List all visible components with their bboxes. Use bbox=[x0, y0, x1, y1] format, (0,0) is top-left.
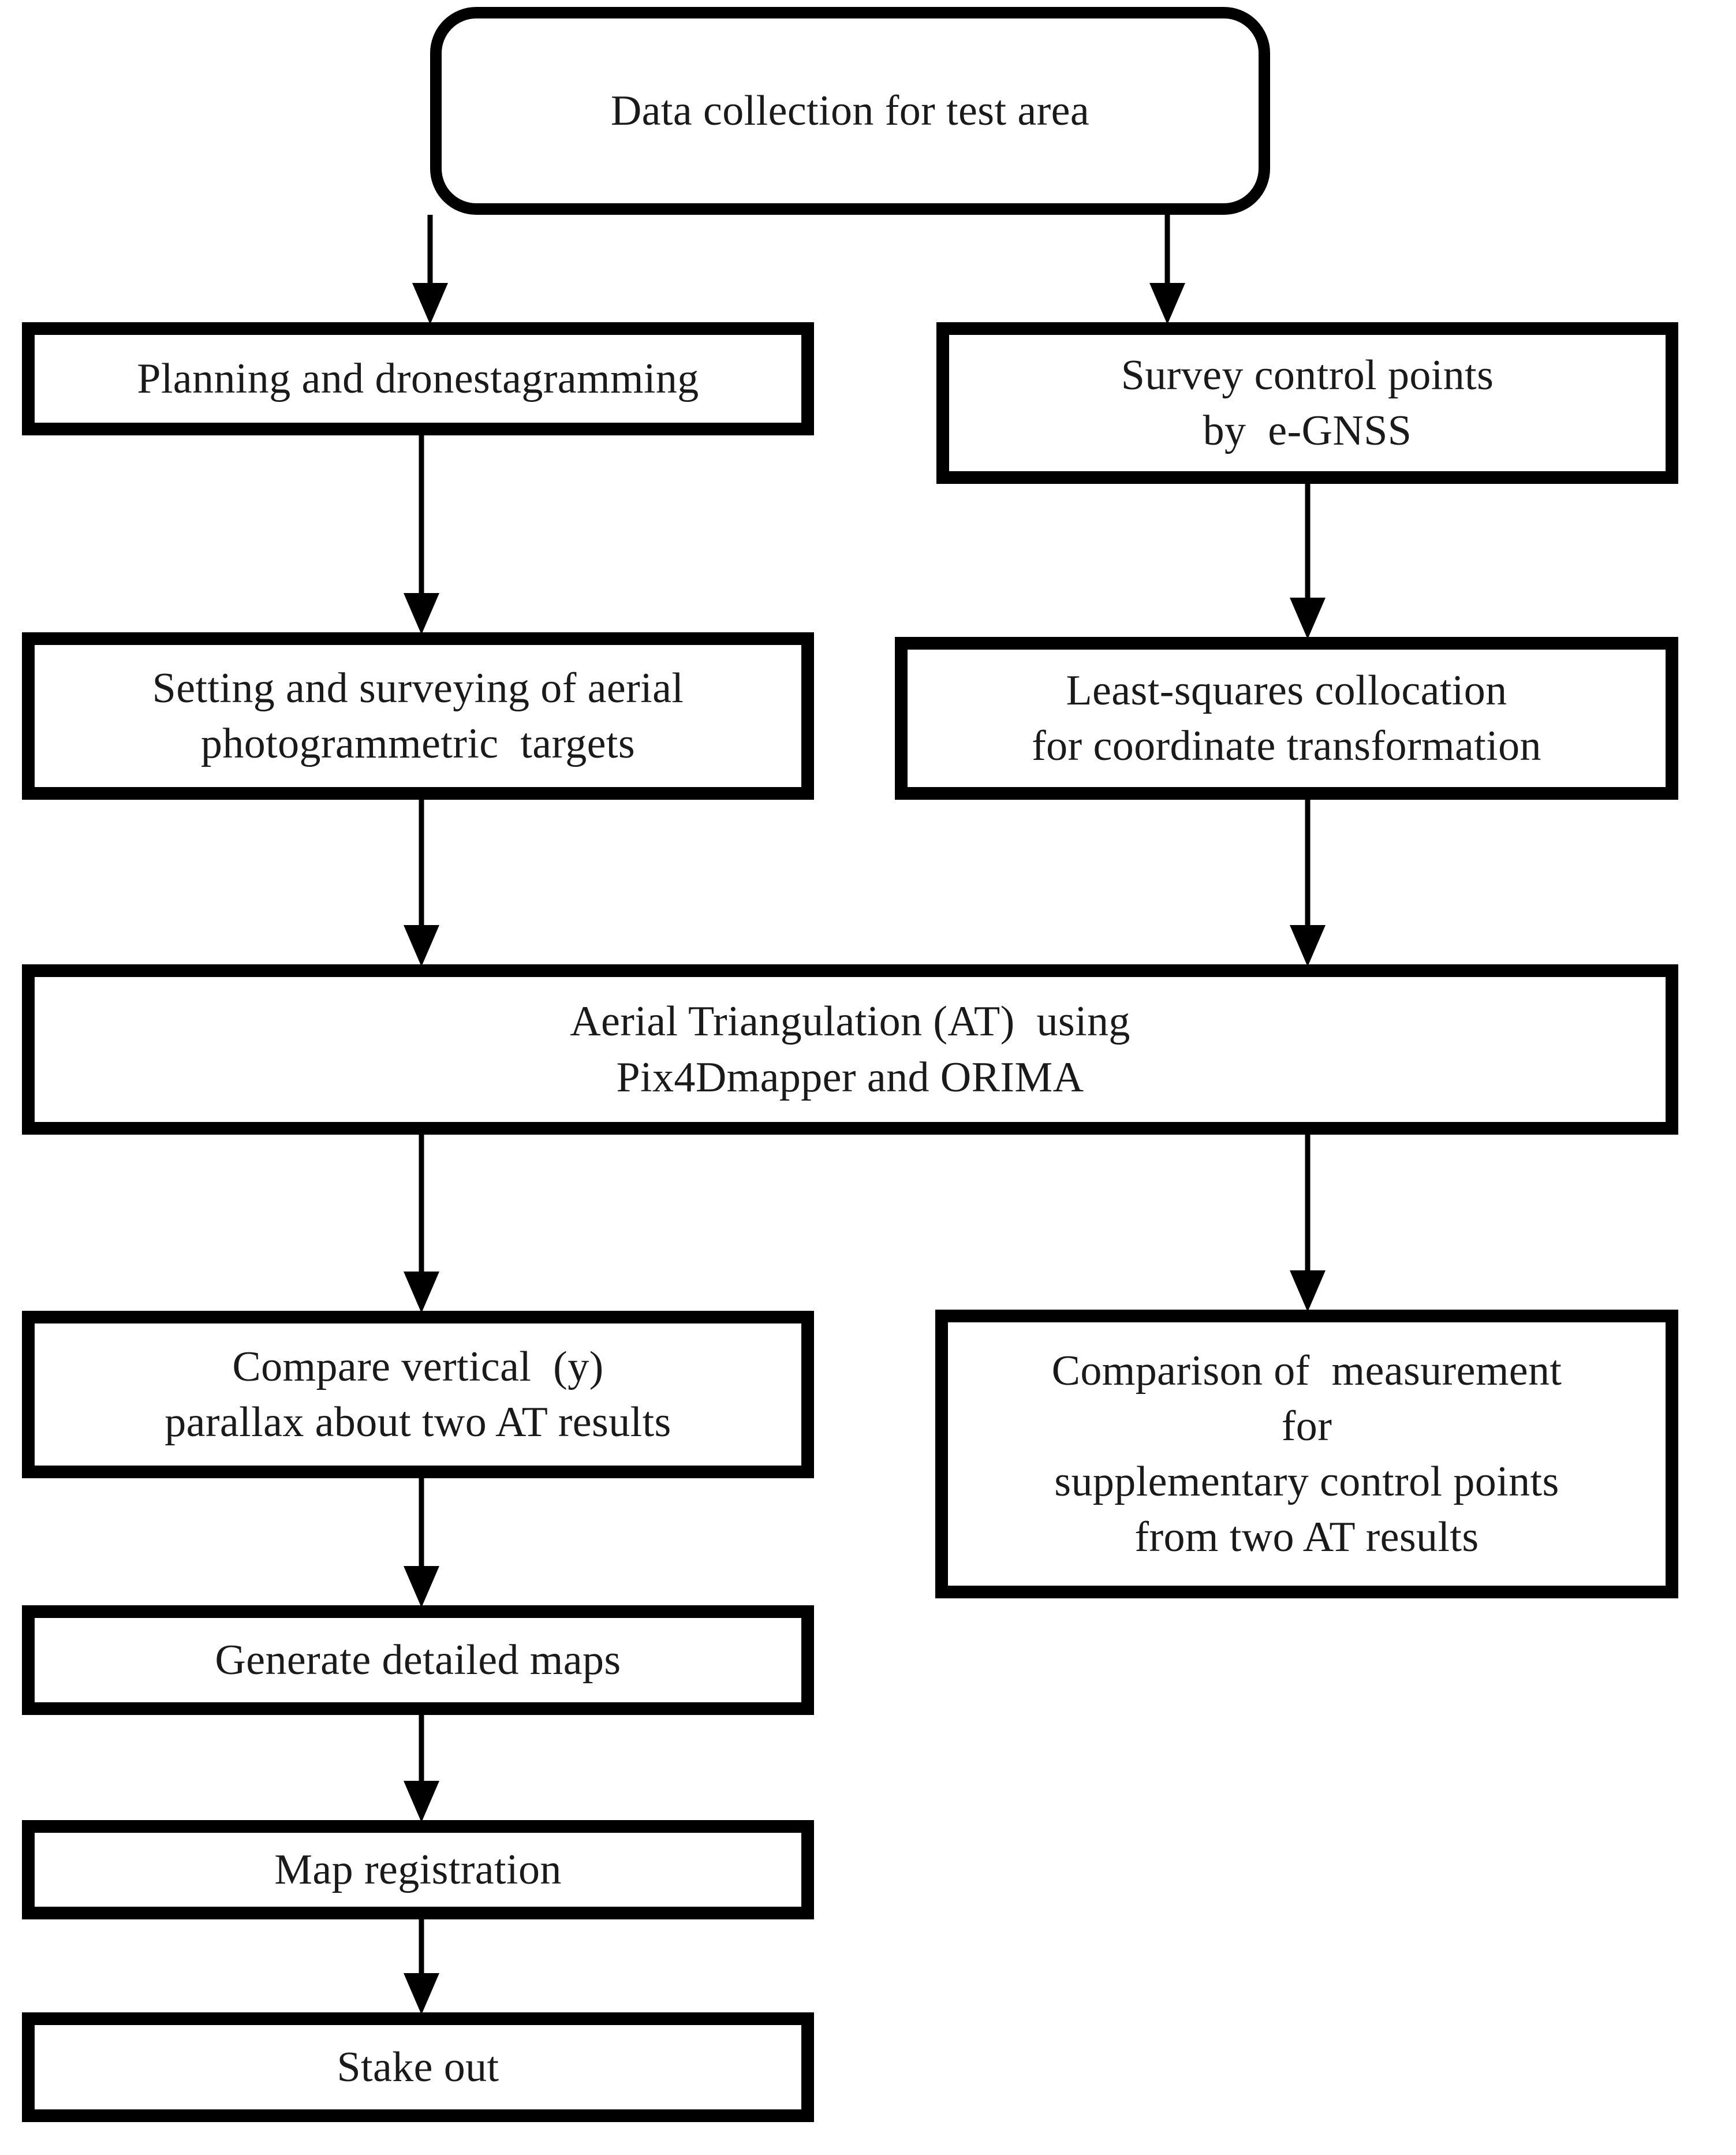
edge-at-to-compare bbox=[404, 1135, 439, 1313]
node-box-data-collection[interactable] bbox=[430, 7, 1270, 215]
edge-survey-to-least-squares bbox=[1290, 484, 1326, 639]
node-box-comparison-measurement[interactable] bbox=[935, 1310, 1678, 1598]
arrowhead-icon bbox=[1290, 1270, 1326, 1312]
node-box-aerial-triangulation[interactable] bbox=[22, 964, 1678, 1135]
edge-at-to-comparison bbox=[1290, 1135, 1326, 1312]
arrowhead-icon bbox=[404, 1272, 439, 1313]
edges-layer bbox=[404, 215, 1326, 2015]
edge-data-to-planning bbox=[412, 215, 448, 325]
arrowhead-icon bbox=[412, 283, 448, 325]
node-box-stake-out[interactable] bbox=[22, 2012, 814, 2122]
node-box-planning[interactable] bbox=[22, 322, 814, 435]
arrowhead-icon bbox=[404, 593, 439, 635]
node-box-survey-control-points[interactable] bbox=[936, 322, 1678, 484]
node-box-least-squares[interactable] bbox=[895, 637, 1678, 800]
edge-setting-to-at bbox=[404, 800, 439, 967]
node-box-compare-parallax[interactable] bbox=[22, 1311, 814, 1478]
nodes-layer bbox=[22, 7, 1678, 2122]
arrowhead-icon bbox=[1290, 598, 1326, 639]
edge-least-squares-to-at bbox=[1290, 800, 1326, 967]
edge-data-to-survey bbox=[1149, 215, 1185, 325]
edge-compare-to-generate bbox=[404, 1478, 439, 1608]
edge-registration-to-stakeout bbox=[404, 1919, 439, 2015]
node-box-map-registration[interactable] bbox=[22, 1820, 814, 1919]
arrowhead-icon bbox=[404, 1781, 439, 1822]
node-box-setting-targets[interactable] bbox=[22, 632, 814, 800]
arrowhead-icon bbox=[404, 1973, 439, 2015]
arrowhead-icon bbox=[1149, 283, 1185, 325]
arrowhead-icon bbox=[1290, 925, 1326, 967]
arrowhead-icon bbox=[404, 925, 439, 967]
edge-planning-to-setting bbox=[404, 435, 439, 635]
node-box-generate-maps[interactable] bbox=[22, 1605, 814, 1715]
arrowhead-icon bbox=[404, 1566, 439, 1608]
edge-generate-to-registration bbox=[404, 1715, 439, 1822]
